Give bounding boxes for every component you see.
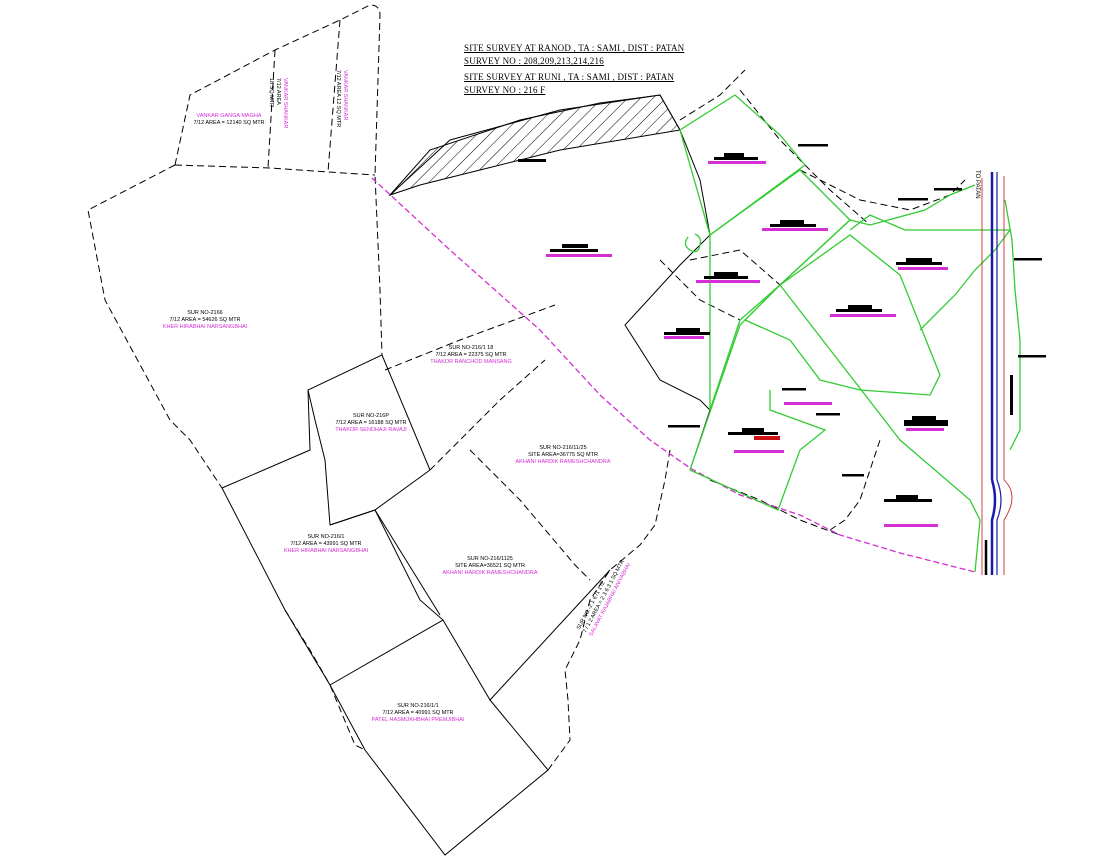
plot-label-216p: SUR NO-216P 7/12 AREA = 16188 SQ MTR THA… [335, 413, 407, 434]
plot-boundaries [221, 94, 711, 856]
plot-area: SITE AREA=36775 SQ MTR [528, 452, 598, 458]
boundary-top-inner-1 [267, 49, 276, 169]
site-parcel-6 [849, 214, 1012, 331]
boundary-inner-9 [829, 439, 881, 531]
road [981, 172, 1013, 575]
plot-area: 7/12 AREA = 43991 SQ MTR [290, 541, 362, 547]
title-line-2: SURVEY NO : 208,209,213,214,216 [464, 56, 604, 66]
boundary-south-east [547, 449, 671, 771]
boundary-inner-5 [679, 69, 746, 121]
plot-2166-south [221, 354, 383, 489]
plot-owner: THAKOR RANCHOD MANSANG [430, 359, 512, 365]
site-parcel-4 [743, 234, 941, 396]
site-polygons [679, 94, 1021, 573]
plot-owner: AKHANI HARDIK RAMESHCHANDRA [442, 570, 538, 576]
boundary-inner-1 [384, 304, 556, 371]
boundary-inner-4 [659, 259, 741, 321]
plot-owner: VANKAR GANGA MAGHA [196, 113, 262, 119]
plot-survey: SUR NO-216/1125 [467, 556, 513, 562]
plot-area: 7/12 AREA = 12140 SQ MTR [193, 120, 265, 126]
plot-survey: SUR NO-216P [352, 413, 390, 419]
site-access [684, 233, 702, 253]
plot-label-216118: SUR NO-216/1 18 7/12 AREA = 22375 SQ MTR… [430, 345, 512, 366]
plot-area: SITE AREA=36521 SQ MTR [455, 563, 525, 569]
plot-label-vertical-2: VANKAR SHANKAR 7/12 AREA 12 SQ MTR [334, 70, 348, 127]
plot-21611 [221, 487, 331, 686]
plot-survey: SUR NO-216/1 [307, 534, 345, 540]
site-parcel-1 [679, 94, 806, 237]
plot-survey: SUR NO-216/1 18 [448, 345, 494, 351]
building-symbols [518, 144, 1046, 527]
title-line-1: SITE SURVEY AT RANOD , TA : SAMI , DIST … [464, 43, 685, 53]
plot-label-21611: SUR NO-216/1 7/12 AREA = 43991 SQ MTR KH… [284, 534, 368, 555]
site-parcel-2 [709, 169, 851, 411]
site-parcel-5 [689, 390, 827, 511]
plot-label-2161125: SUR NO-216/1125 SITE AREA=36521 SQ MTR A… [442, 556, 537, 577]
boundary-inner-10 [689, 249, 781, 286]
boundary-south-west [284, 609, 366, 751]
plot-label-vertical-1: VANKAR SHANKAR 7/12 AREA 18 SQ MTR [267, 78, 288, 128]
plot-area: 7/12 AREA = 40991 SQ MTR [382, 710, 454, 716]
plot-area: 7/12 AREA 12 SQ MTR [335, 70, 341, 128]
plot-area: 7/12 AREA [275, 78, 281, 105]
plot-owner: VANKAR SHANKAR [342, 70, 348, 121]
plot-label-2166: SUR NO-2166 7/12 AREA = 54626 SQ MTR KHE… [163, 310, 247, 331]
plot-2161125 [442, 569, 611, 701]
boundary-top-inner-2 [327, 19, 341, 173]
plot-owner: PATEL HASMUKHBHAI PREMJIBHAI [371, 717, 465, 723]
plot-21611x [329, 684, 549, 856]
plot-area: 7/12 AREA = 16188 SQ MTR [335, 420, 407, 426]
site-parcel-3 [689, 184, 976, 471]
plot-21611-south [329, 509, 444, 686]
plot-216p-east [329, 354, 431, 526]
plot-survey: SUR NO-216/1/1 [397, 703, 439, 709]
road-label: TO PATAN [974, 170, 980, 199]
plot-area: 7/12 AREA = 22375 SQ MTR [435, 352, 507, 358]
plot-owner: AKHANI HARDIK RAMESHCHANDRA [515, 459, 611, 465]
plot-21611-east [374, 509, 441, 616]
site-parcel-8 [1004, 199, 1021, 451]
plot-area-value: 18 SQ MTR [268, 78, 274, 108]
magenta-boundary [371, 177, 976, 573]
boundary-top-west [174, 4, 383, 356]
title-line-4: SURVEY NO : 216 F [464, 85, 546, 95]
plot-survey: SUR NO-2166 [187, 310, 223, 316]
plot-area: 7/12 AREA = 54626 SQ MTR [169, 317, 241, 323]
plot-owner: KHER HIRABHAI NARSANGBHAI [162, 324, 248, 330]
plot-216p-west [307, 389, 331, 526]
site-parcel-7 [779, 284, 981, 573]
dashed-boundaries [87, 4, 966, 771]
plot-owner: THAKOR SENDHAJI RAVAJI [335, 427, 407, 433]
plot-owner: KHER HIRABHAI NARSANGBHAI [283, 548, 369, 554]
hatched-parcel [388, 94, 681, 197]
plot-label-vankar: VANKAR GANGA MAGHA 7/12 AREA = 12140 SQ … [193, 113, 264, 127]
boundary-west [87, 164, 223, 489]
boundary-inner-3 [469, 449, 591, 581]
plot-label-21611x: SUR NO-216/1/1 7/12 AREA = 40991 SQ MTR … [372, 703, 465, 724]
plot-owner: VANKAR SHANKAR [282, 78, 288, 129]
title-line-3: SITE SURVEY AT RUNI , TA : SAMI , DIST :… [464, 72, 675, 82]
boundary-inner-6 [739, 89, 871, 226]
boundary-top-strip [174, 164, 376, 176]
plot-label-21611125: SUR NO-216/11/25 SITE AREA=36775 SQ MTR … [515, 445, 610, 466]
boundary-inner-2 [429, 359, 546, 471]
plot-survey: SUR NO-216/11/25 [539, 445, 587, 451]
